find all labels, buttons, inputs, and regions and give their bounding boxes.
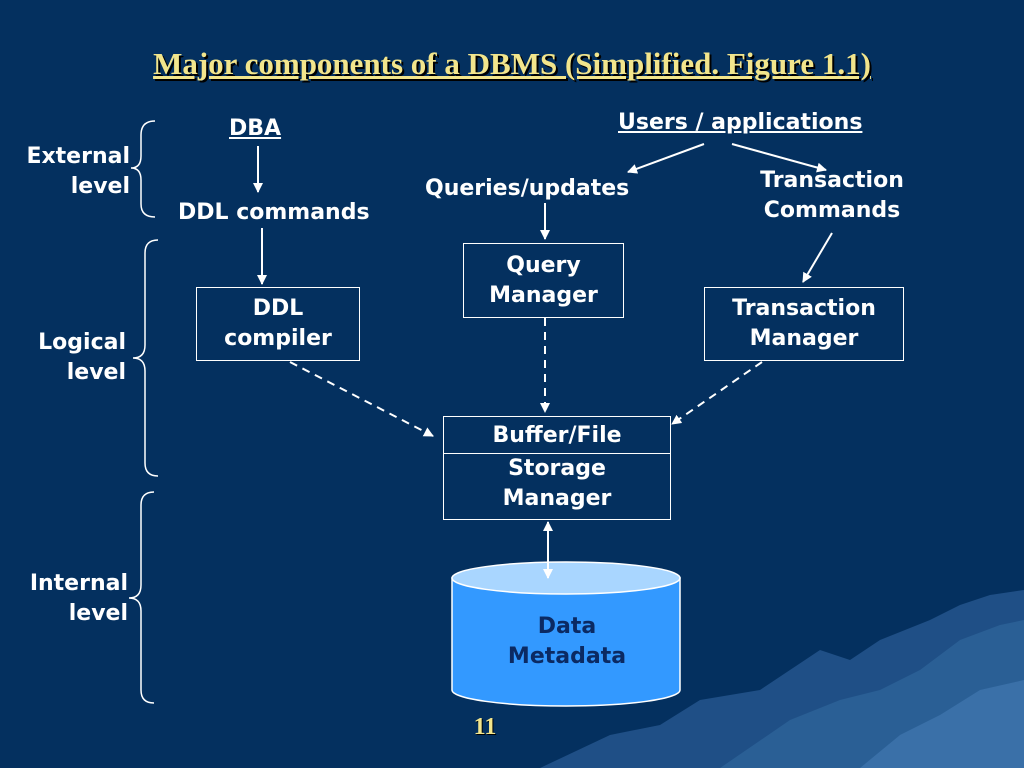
ddl-commands-label: DDL commands [178,200,370,225]
ddl-compiler-line-2: compiler [224,326,332,351]
logical-level-line-2: level [66,360,126,385]
storage-manager-label: Storage Manager [444,454,670,514]
transaction-manager-line-2: Manager [749,326,859,351]
transaction-commands-label: Transaction Commands [744,166,920,226]
page-number: 11 [473,714,497,740]
logical-level-label: Logical level [6,328,126,388]
logical-level-bracket [132,239,159,477]
query-manager-line-1: Query [506,252,581,278]
storage-manager-line-2: Manager [502,486,612,511]
buffer-file-label: Buffer/File [444,417,670,454]
arrow-transaction-commands-to-manager [802,232,833,283]
transaction-commands-line-2: Commands [763,198,901,223]
users-applications-label: Users / applications [618,110,863,135]
external-level-line-1: External [26,144,130,169]
buffer-storage-manager-box: Buffer/File Storage Manager [443,416,671,520]
storage-manager-line-1: Storage [508,456,606,481]
external-level-bracket [130,120,156,218]
arrow-users-to-transaction-commands [731,143,827,173]
internal-level-line-2: level [68,601,128,626]
query-manager-box: Query Manager [463,243,624,318]
transaction-manager-box: Transaction Manager [704,287,904,361]
slide-title: Major components of a DBMS (Simplified. … [153,46,871,81]
database-label: Data Metadata [452,612,682,672]
database-cylinder [451,561,681,707]
query-manager-line-2: Manager [489,282,598,308]
mountain-decoration [540,590,1024,768]
transaction-commands-line-1: Transaction [760,168,904,193]
ddl-compiler-box: DDL compiler [196,287,360,361]
dashed-arrow-transaction-manager-to-buffer [671,361,763,425]
database-metadata-label: Metadata [507,644,627,669]
ddl-compiler-line-1: DDL [252,296,304,321]
external-level-line-2: level [70,174,130,199]
transaction-manager-line-1: Transaction [732,296,876,321]
dashed-arrow-ddl-compiler-to-buffer [289,361,434,437]
internal-level-label: Internal level [4,569,128,629]
dba-label: DBA [229,116,282,141]
arrow-users-to-queries [627,143,705,174]
external-level-label: External level [6,142,130,202]
logical-level-line-1: Logical [38,330,126,355]
internal-level-bracket [128,491,155,704]
database-data-label: Data [537,614,597,639]
queries-updates-label: Queries/updates [425,176,630,201]
internal-level-line-1: Internal [29,571,128,596]
